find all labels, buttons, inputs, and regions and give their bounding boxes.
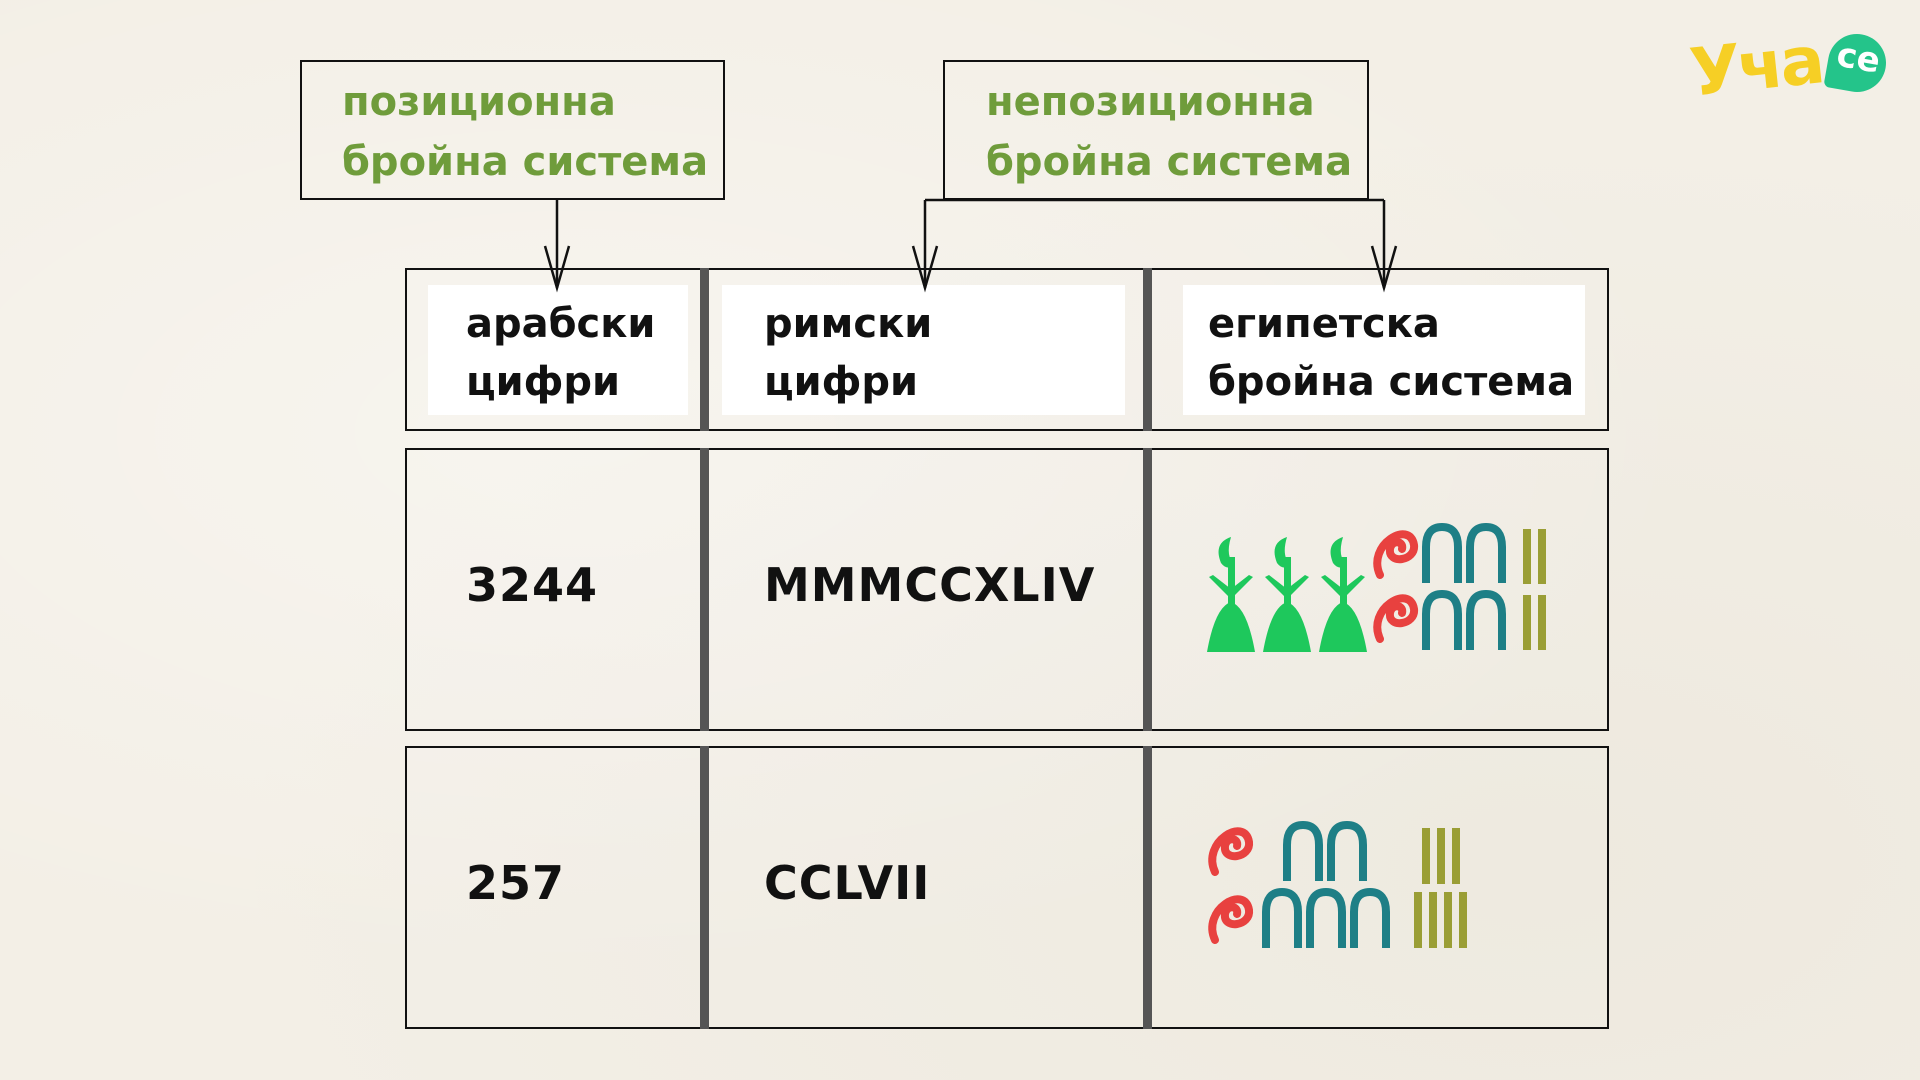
divider-1-row1 — [700, 448, 709, 731]
header-bg-arabic — [428, 285, 688, 415]
header-bg-egyptian — [1183, 285, 1585, 415]
divider-1-row2 — [700, 746, 709, 1029]
row2-cell-roman — [705, 746, 1148, 1029]
header-arabic-line1: арабски — [466, 301, 656, 347]
non-positional-label-line1: непозиционна — [986, 79, 1315, 125]
coil-rope-icon — [1208, 895, 1253, 944]
arrowhead-roman — [911, 245, 939, 293]
arrowhead-arabic — [543, 245, 571, 293]
stroke-icon — [1523, 595, 1531, 650]
lotus-icon — [1207, 537, 1255, 652]
row2-cell-arabic — [405, 746, 705, 1029]
divider-2-header — [1143, 268, 1152, 431]
divider-1-header — [700, 268, 709, 431]
row2-arabic-value: 257 — [466, 856, 566, 910]
coil-rope-icon — [1373, 594, 1418, 643]
stroke-icon — [1444, 892, 1452, 948]
non-positional-label-line2: бройна система — [986, 139, 1353, 185]
heel-bone-icon — [1283, 820, 1323, 881]
header-egyptian-line1: египетска — [1208, 301, 1440, 347]
heel-bone-icon — [1422, 522, 1462, 583]
stroke-icon — [1459, 892, 1467, 948]
divider-2-row2 — [1143, 746, 1152, 1029]
divider-2-row1 — [1143, 448, 1152, 731]
stroke-icon — [1437, 828, 1445, 884]
stroke-icon — [1422, 828, 1430, 884]
positional-label-line2: бройна система — [342, 139, 709, 185]
coil-rope-icon — [1373, 530, 1418, 579]
heel-bone-icon — [1262, 887, 1302, 948]
heel-bone-icon — [1350, 887, 1390, 948]
header-bg-roman — [722, 285, 1125, 415]
header-arabic-line2: цифри — [466, 359, 621, 405]
header-roman-line2: цифри — [764, 359, 919, 405]
stroke-icon — [1523, 529, 1531, 584]
stroke-icon — [1538, 595, 1546, 650]
positional-label-box — [300, 60, 725, 200]
stroke-icon — [1538, 529, 1546, 584]
arrowhead-egyptian — [1370, 245, 1398, 293]
stroke-icon — [1414, 892, 1422, 948]
row1-roman-value: MMMCCXLIV — [764, 558, 1096, 612]
row1-arabic-value: 3244 — [466, 558, 599, 612]
heel-bone-icon — [1466, 589, 1506, 650]
heel-bone-icon — [1422, 589, 1462, 650]
lotus-icon — [1263, 537, 1311, 652]
coil-rope-icon — [1208, 827, 1253, 876]
row2-cell-egyptian — [1148, 746, 1609, 1029]
positional-label-line1: позиционна — [342, 79, 616, 125]
row2-roman-value: CCLVII — [764, 856, 931, 910]
heel-bone-icon — [1327, 820, 1367, 881]
stroke-icon — [1429, 892, 1437, 948]
lotus-icon — [1319, 537, 1367, 652]
header-roman-line1: римски — [764, 301, 933, 347]
row1-cell-arabic — [405, 448, 705, 731]
header-egyptian-line2: бройна система — [1208, 359, 1575, 405]
stroke-icon — [1452, 828, 1460, 884]
row1-cell-roman — [705, 448, 1148, 731]
heel-bone-icon — [1466, 522, 1506, 583]
heel-bone-icon — [1306, 887, 1346, 948]
